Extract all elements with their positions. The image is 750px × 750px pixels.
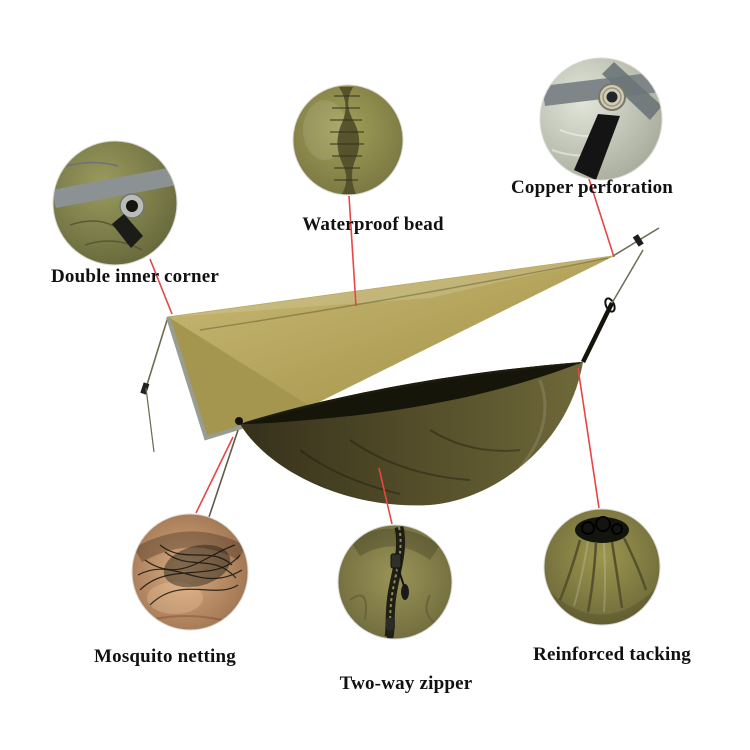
- label-mosquito-netting: Mosquito netting: [93, 646, 237, 667]
- seam-pucker-texture: [330, 95, 364, 181]
- grommet-hole: [606, 91, 618, 103]
- corner-strap: [574, 114, 620, 180]
- corner-strap: [112, 214, 143, 248]
- tacking-loops: [581, 516, 623, 535]
- sealed-seam-bead: [337, 87, 360, 194]
- photo-rim: [52, 140, 178, 266]
- hammock: [235, 362, 583, 506]
- rope-line: [145, 387, 155, 453]
- hand-background: [132, 514, 248, 630]
- mosquito-netting-photo: [131, 513, 249, 631]
- fabric-highlight: [303, 100, 347, 160]
- guy-ropes-left: [140, 316, 241, 524]
- hammock-left-knot: [235, 417, 243, 425]
- edge-binding-strip: [53, 166, 177, 208]
- connector-double-inner-corner: [149, 258, 173, 315]
- connector-two-way-zipper: [378, 467, 393, 525]
- fabric-background: [53, 141, 177, 265]
- grommet-inner-ring: [602, 87, 622, 107]
- photo-rim: [292, 84, 404, 196]
- edge-binding-strip-2: [602, 62, 662, 120]
- connector-reinforced-tacking: [577, 367, 600, 509]
- connector-mosquito-netting: [195, 436, 234, 514]
- palm-highlight: [147, 582, 203, 614]
- hammock-strap: [580, 302, 615, 363]
- tarp-ridge-seam: [199, 257, 609, 331]
- zipper-pull-cord: [397, 567, 405, 587]
- rope-line: [611, 249, 644, 304]
- two-way-zipper-photo: [337, 524, 453, 640]
- copper-perforation-photo: [539, 57, 663, 181]
- carabiner: [604, 297, 616, 313]
- hammock-body: [240, 362, 583, 506]
- hammock-interior: [240, 362, 583, 424]
- photo-rim: [539, 57, 663, 181]
- shadow-crescent: [350, 528, 440, 560]
- rope-tensioner: [632, 234, 644, 247]
- bottom-shade: [548, 588, 656, 625]
- label-double-inner-corner: Double inner corner: [50, 266, 220, 287]
- fabric-background: [544, 509, 660, 625]
- double-inner-corner-photo: [52, 140, 178, 266]
- connector-lines: [149, 178, 615, 525]
- reinforced-tacking-photo: [543, 508, 661, 626]
- zipper-teeth: [388, 526, 402, 638]
- photo-rim: [337, 524, 453, 640]
- finger-line: [149, 615, 223, 621]
- zipper-slider-top: [390, 553, 402, 569]
- zipper-slider-bottom: [386, 618, 395, 630]
- guy-ropes-right: [580, 227, 660, 363]
- photo-rim: [543, 508, 661, 626]
- connector-copper-perforation: [588, 178, 615, 258]
- gathered-fold-texture: [558, 537, 648, 613]
- label-copper-perforation: Copper perforation: [510, 177, 674, 198]
- tarp-highlight: [168, 256, 613, 317]
- zipper-pull-tab: [401, 584, 409, 600]
- label-reinforced-tacking: Reinforced tacking: [533, 644, 691, 665]
- tarp-drape: [168, 317, 310, 438]
- zipper-pull-tab-2: [387, 630, 393, 639]
- label-two-way-zipper: Two-way zipper: [339, 673, 473, 694]
- shadow-crescent: [134, 531, 246, 562]
- mesh-strand-texture: [137, 544, 243, 606]
- connector-waterproof-bead: [348, 195, 357, 307]
- label-waterproof-bead: Waterproof bead: [302, 214, 444, 235]
- rope-line: [145, 316, 169, 389]
- grommet-hole: [126, 200, 138, 212]
- hammock-zipper-edge: [244, 362, 581, 424]
- hammock-fold-texture: [299, 379, 547, 495]
- waterproof-bead-photo: [292, 84, 404, 196]
- photo-rim: [131, 513, 249, 631]
- rope-line: [206, 423, 241, 524]
- rope-tensioner: [140, 382, 150, 395]
